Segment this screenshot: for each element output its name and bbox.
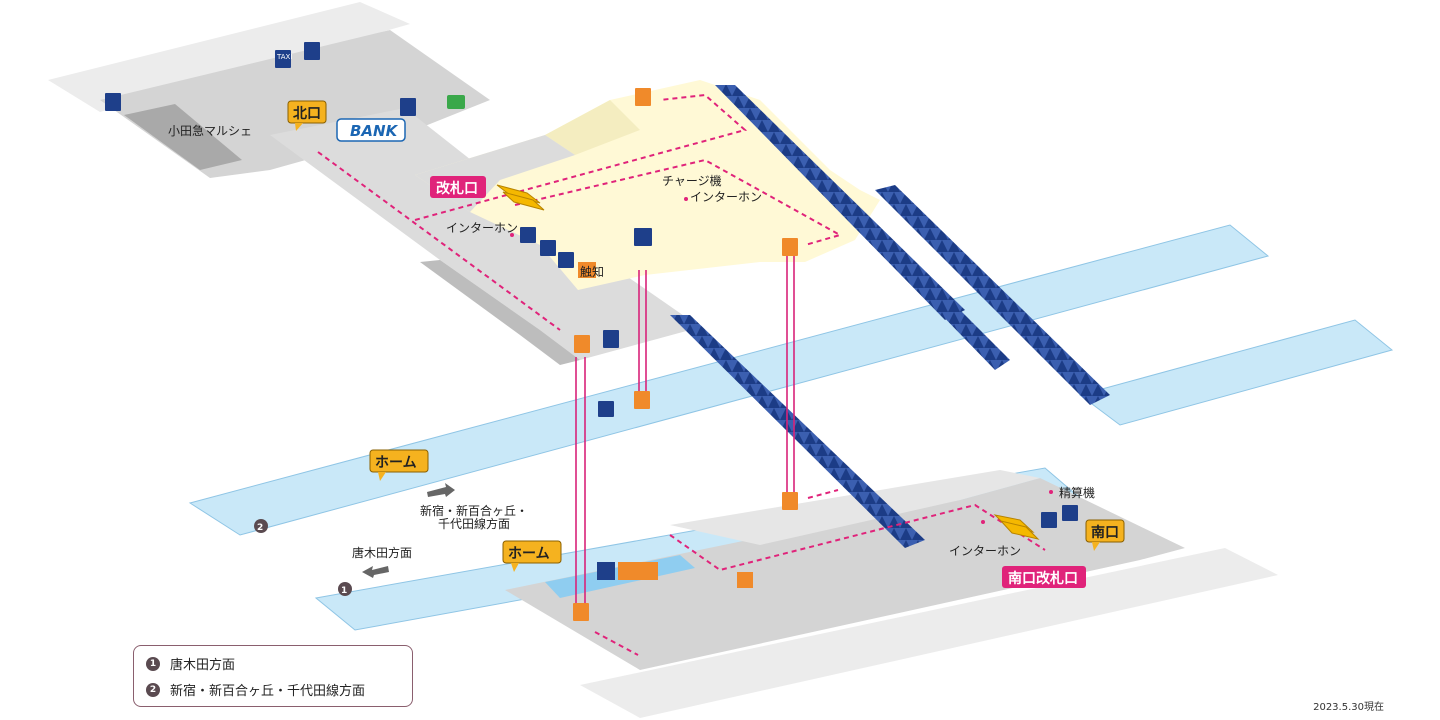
- svg-text:ホーム: ホーム: [508, 546, 550, 562]
- notice-label: 触知: [580, 265, 604, 279]
- intercom-label-3: インターホン: [949, 544, 1021, 558]
- south-gate-callout: 南口改札口: [1002, 566, 1086, 588]
- green-icon: [447, 95, 465, 109]
- svg-text:南口改札口: 南口改札口: [1008, 570, 1078, 587]
- facility-icons: [105, 42, 1078, 528]
- south-fare-icon: [1062, 505, 1078, 521]
- marker-1: [338, 582, 352, 596]
- coin-locker-icon: [603, 330, 619, 348]
- south-floor-light: [670, 470, 1040, 545]
- taxi-icon: [275, 50, 291, 68]
- ticket-gates: [496, 184, 1040, 540]
- fare-icon: [540, 240, 556, 256]
- locker-icon: [105, 93, 121, 111]
- direction-upper-label: 新宿・新百合ヶ丘・: [420, 503, 528, 518]
- legend-num-1: 1: [146, 656, 160, 671]
- svg-text:ホーム: ホーム: [375, 455, 417, 471]
- direction-lower-label: 唐木田方面: [352, 545, 412, 560]
- bank-logo: [336, 118, 406, 142]
- wheelchair-icon: [737, 572, 753, 588]
- arrow-left-icon: [362, 566, 389, 578]
- svg-text:北口: 北口: [293, 106, 321, 122]
- legend-row-2: 2 新宿・新百合ヶ丘・千代田線方面: [146, 680, 365, 699]
- bank-label: BANK: [350, 122, 399, 140]
- stairs-right-2: [875, 185, 1110, 405]
- vending-icon: [558, 252, 574, 268]
- elevator-shafts: [575, 255, 795, 610]
- direction-upper-label-2: 千代田線方面: [438, 516, 510, 531]
- street-bottom: [580, 548, 1278, 718]
- platform-upper: [188, 224, 1270, 536]
- info-icon: [634, 228, 652, 246]
- marche-label: 小田急マルシェ: [168, 123, 252, 138]
- arrow-right-icon: [427, 483, 455, 497]
- ticket-gate-callout: 改札口: [430, 176, 486, 198]
- bus-icon: [304, 42, 320, 60]
- stairs-lower: [670, 315, 925, 548]
- date-stamp: 2023.5.30現在: [1313, 702, 1384, 713]
- south-ticket-icon: [1041, 512, 1057, 528]
- north-exit-callout: 北口: [287, 100, 327, 131]
- platform-callout-1: ホーム: [369, 449, 429, 481]
- stairs-sign-icon: [598, 401, 614, 417]
- phone-icon: [400, 98, 416, 116]
- concourse-step: [545, 100, 640, 155]
- restroom-icon: [597, 562, 615, 580]
- north-corridor: [270, 108, 690, 360]
- legend-text-2: 新宿・新百合ヶ丘・千代田線方面: [170, 684, 366, 699]
- marker-2: [254, 519, 268, 533]
- street-top: [48, 2, 410, 112]
- legend-text-1: 唐木田方面: [170, 658, 236, 673]
- legend-row-1: 1 唐木田方面: [146, 654, 235, 673]
- marker-2-num: 2: [257, 523, 263, 533]
- intercom-label-2: インターホン: [446, 221, 518, 235]
- legend: 1 唐木田方面 2 新宿・新百合ヶ丘・千代田線方面: [133, 645, 413, 707]
- elevator-icon: [573, 88, 798, 621]
- notice-icon: [578, 262, 596, 278]
- stairs-mid: [845, 210, 1010, 370]
- taxi-label: TAXI: [276, 53, 292, 61]
- ticket-machine-icon: [520, 227, 536, 243]
- fare-adjust-label: 精算機: [1059, 485, 1095, 500]
- accessible-toilet-icon: [618, 562, 658, 580]
- platform-callout-2: ホーム: [502, 540, 562, 572]
- platform-right: [1078, 319, 1394, 426]
- intercom-label-1: インターホン: [690, 190, 762, 204]
- svg-text:南口: 南口: [1091, 524, 1119, 541]
- charge-machine-label: チャージ機: [662, 173, 722, 188]
- accessible-routes: [317, 93, 1046, 656]
- corridor-edge: [420, 260, 580, 365]
- svg-text:改札口: 改札口: [436, 180, 478, 197]
- marker-1-num: 1: [341, 586, 347, 596]
- south-exit-callout: 南口: [1085, 519, 1125, 551]
- marche-shop: [124, 104, 242, 170]
- legend-num-2: 2: [146, 682, 160, 697]
